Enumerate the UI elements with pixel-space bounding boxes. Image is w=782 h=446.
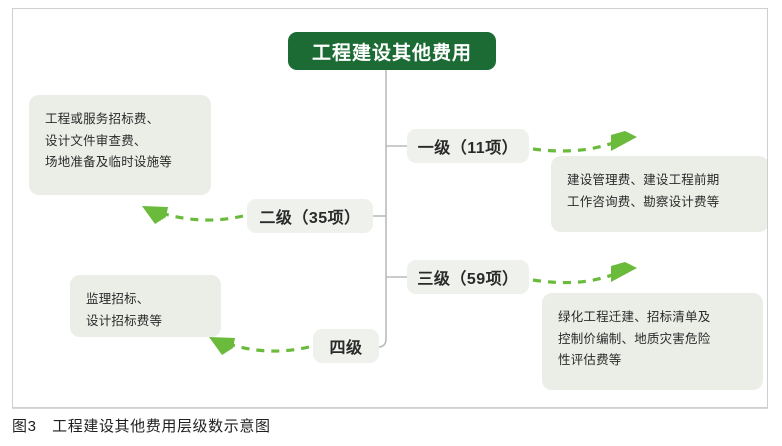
arrow-path-level2 xyxy=(164,212,244,222)
callout-level-3-examples: 绿化工程迁建、招标清单及 控制价编制、地质灾害危险 性评估费等 xyxy=(542,293,763,390)
node-level-2[interactable]: 二级（35项） xyxy=(247,199,373,233)
callout-line: 设计文件审查费、 xyxy=(45,133,147,148)
node-level-4[interactable]: 四级 xyxy=(313,329,379,363)
callout-line: 控制价编制、地质灾害危险 xyxy=(558,331,711,346)
root-node[interactable]: 工程建设其他费用 xyxy=(288,32,496,70)
arrow-path-level4 xyxy=(231,343,310,353)
callout-level-2-examples: 工程或服务招标费、 设计文件审查费、 场地准备及临时设施等 xyxy=(29,95,211,195)
callout-line: 建设管理费、建设工程前期 xyxy=(567,173,720,187)
callout-line: 工作咨询费、勘察设计费等 xyxy=(567,194,720,209)
arrow-path-level3 xyxy=(532,273,613,285)
arrowhead-level4 xyxy=(209,337,235,355)
arrowhead-level2 xyxy=(142,206,168,224)
node-level-3[interactable]: 三级（59项） xyxy=(407,260,529,294)
callout-line: 工程或服务招标费、 xyxy=(45,112,160,126)
callout-level-1-examples: 建设管理费、建设工程前期 工作咨询费、勘察设计费等 xyxy=(551,156,767,232)
diagram-canvas: 工程建设其他费用 一级（11项） 二级（35项） 三级（59项） 四级 工程或服… xyxy=(13,9,767,407)
arrowhead-level1 xyxy=(611,131,637,151)
node-level-1[interactable]: 一级（11项） xyxy=(407,129,529,163)
arrowhead-level3 xyxy=(611,262,637,282)
callout-line: 设计招标费等 xyxy=(86,313,163,328)
arrow-path-level1 xyxy=(532,141,614,153)
callout-line: 绿化工程迁建、招标清单及 xyxy=(558,310,711,324)
callout-line: 性评估费等 xyxy=(558,353,622,367)
callout-level-4-examples: 监理招标、 设计招标费等 xyxy=(70,275,221,337)
callout-line: 监理招标、 xyxy=(86,292,150,306)
callout-line: 场地准备及临时设施等 xyxy=(45,155,173,169)
figure-caption: 图3 工程建设其他费用层级数示意图 xyxy=(12,418,271,435)
figure-frame: 工程建设其他费用 一级（11项） 二级（35项） 三级（59项） 四级 工程或服… xyxy=(12,8,768,408)
